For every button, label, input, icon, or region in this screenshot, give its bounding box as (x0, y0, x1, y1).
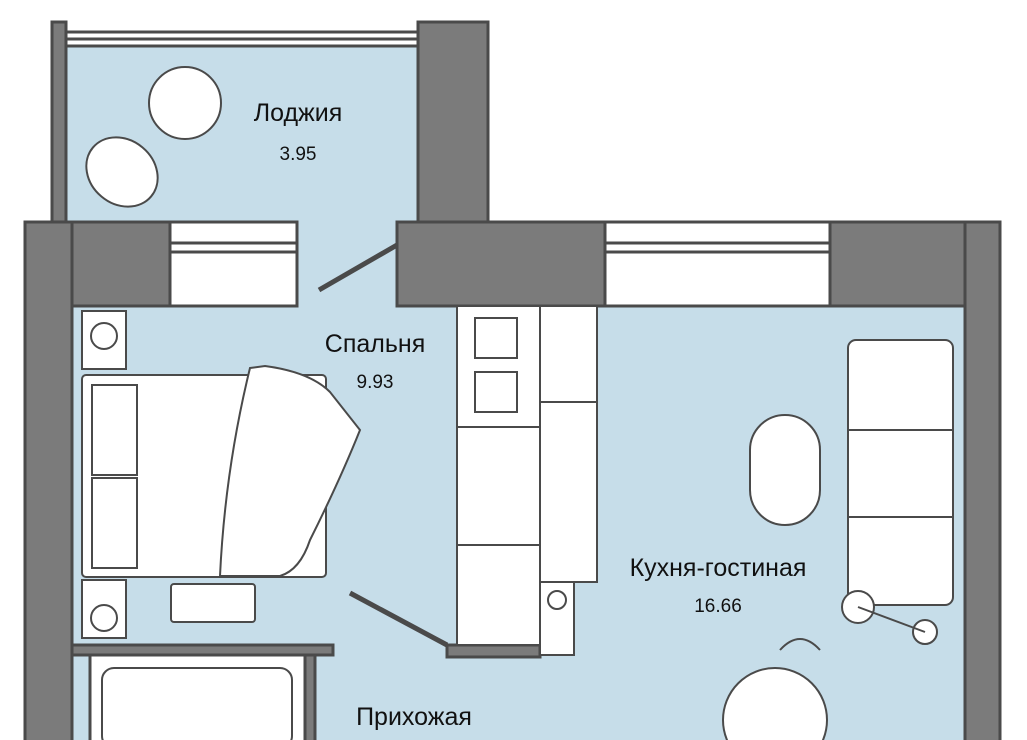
sofa (847, 339, 954, 606)
window (168, 220, 299, 308)
room-area-kitchen-living: 16.66 (694, 596, 742, 617)
room-area-loggia: 3.95 (279, 144, 317, 165)
balcony-door (317, 242, 399, 293)
pillow (91, 384, 138, 476)
lamp-icon (90, 604, 118, 632)
wall (395, 220, 607, 308)
room-name-kitchen-living: Кухня-гостиная (629, 554, 807, 582)
bathtub (101, 667, 293, 740)
lamp-icon (90, 322, 118, 350)
wall (416, 20, 490, 226)
blanket (218, 364, 362, 577)
washer (474, 317, 518, 359)
wall (23, 220, 74, 740)
doorway-floor (297, 222, 397, 308)
round-table (148, 66, 222, 140)
coffee-table (749, 414, 821, 526)
room-name-bedroom: Спальня (324, 330, 426, 358)
stove (539, 581, 575, 656)
room-area-bedroom: 9.93 (356, 372, 394, 393)
nightstand (81, 579, 127, 639)
wall (50, 20, 68, 226)
tv-stand (539, 401, 598, 583)
nightstand (81, 310, 127, 370)
wall (963, 220, 1002, 740)
bedroom-door (348, 590, 449, 648)
room-name-loggia: Лоджия (253, 99, 343, 127)
window (603, 220, 832, 308)
dryer (474, 371, 518, 413)
dining-table (722, 667, 828, 740)
pillow (91, 477, 138, 569)
wardrobe (456, 305, 541, 646)
rug (170, 583, 256, 623)
room-name-hallway: Прихожая (356, 703, 472, 731)
shelf (539, 305, 598, 403)
armchair (85, 136, 159, 208)
wall (445, 643, 542, 659)
chair (779, 638, 821, 651)
